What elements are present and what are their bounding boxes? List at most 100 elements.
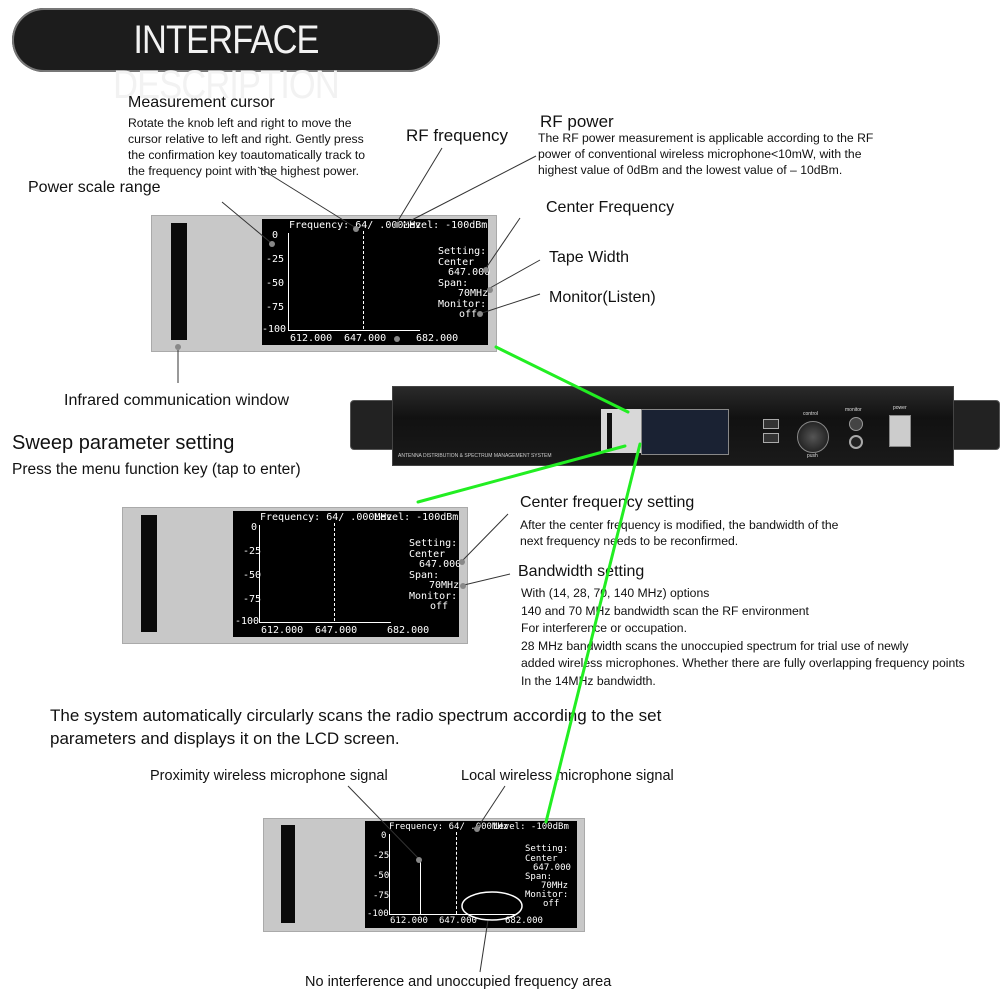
- leader-line: [257, 166, 357, 229]
- xtick: 612.000: [290, 333, 333, 344]
- setting-center-label: Center: [409, 549, 446, 560]
- bandwidth-setting-title: Bandwidth setting: [518, 563, 645, 580]
- green-connector: [416, 444, 627, 504]
- ytick: 0: [381, 831, 387, 841]
- measurement-cursor-line: [363, 231, 364, 329]
- leader-dot: [269, 241, 275, 247]
- ytick: -50: [243, 570, 262, 581]
- monitor-listen-title: Monitor(Listen): [549, 289, 656, 306]
- ytick: -25: [373, 851, 390, 861]
- leader-dot: [394, 336, 400, 342]
- leader-dot: [175, 344, 181, 350]
- lcd-screen-sweep: Frequency: 64/ .000MHz Level: -100dBm 0 …: [233, 511, 461, 637]
- rf-power-title: RF power: [540, 112, 614, 131]
- device-front-label: ANTENNA DISTRIBUTION & SPECTRUM MANAGEME…: [398, 453, 552, 459]
- lcd-y-axis: [259, 525, 260, 622]
- leader-line: [485, 217, 521, 269]
- setting-center-value: 647.000: [448, 267, 491, 278]
- ytick: -100: [367, 909, 389, 919]
- ytick: -75: [266, 302, 285, 313]
- enter-button[interactable]: [763, 433, 779, 443]
- no-interference-title: No interference and unoccupied frequency…: [305, 974, 612, 990]
- ytick: -100: [235, 616, 260, 627]
- power-label: power: [893, 405, 907, 411]
- rf-frequency-title: RF frequency: [406, 126, 509, 145]
- lcd-screen-scan: Frequency: 64/ .000MHz Level: -100dBm 0 …: [365, 821, 577, 928]
- center-freq-setting-title: Center frequency setting: [520, 494, 695, 511]
- lcd-y-axis: [389, 834, 390, 914]
- unoccupied-area-ellipse: [461, 891, 523, 921]
- infrared-window-title: Infrared communication window: [64, 392, 289, 409]
- sweep-setting-body: Press the menu function key (tap to ente…: [12, 461, 301, 478]
- lcd-x-axis: [259, 622, 391, 623]
- tape-width-title: Tape Width: [549, 249, 630, 266]
- headphone-jack[interactable]: [849, 435, 863, 449]
- lcd-header-level: Level: -100dBm: [493, 822, 569, 832]
- leader-dot: [487, 287, 493, 293]
- menu-button[interactable]: [763, 419, 779, 429]
- setting-label: Setting:: [438, 246, 487, 257]
- green-connector: [544, 442, 642, 824]
- ytick: 0: [251, 522, 258, 533]
- setting-label: Setting:: [409, 538, 458, 549]
- leader-line: [347, 785, 421, 861]
- leader-line: [221, 201, 271, 243]
- power-scale-range-title: Power scale range: [28, 179, 161, 196]
- lcd-header-level: Level: -100dBm: [403, 220, 488, 231]
- leader-line: [481, 293, 541, 314]
- leader-line: [395, 147, 443, 225]
- leader-line: [403, 155, 537, 225]
- leader-dot: [483, 267, 489, 273]
- control-label: control: [803, 411, 819, 417]
- setting-monitor-value: off: [543, 899, 560, 909]
- proximity-signal-line: [420, 859, 421, 914]
- infrared-window: [171, 223, 187, 340]
- measurement-cursor-line: [456, 832, 457, 914]
- setting-span-value: 70MHz: [541, 881, 569, 891]
- setting-span-label: Span:: [525, 872, 553, 882]
- infrared-window: [141, 515, 157, 632]
- device-ir-window: [607, 413, 612, 449]
- center-freq-setting-body: After the center frequency is modified, …: [520, 518, 839, 549]
- setting-span-label: Span:: [409, 570, 440, 581]
- infrared-window: [281, 825, 295, 923]
- power-switch[interactable]: [889, 415, 911, 447]
- measurement-cursor-body: Rotate the knob left and right to move t…: [128, 116, 366, 179]
- setting-monitor-value: off: [430, 601, 449, 612]
- push-label: push: [807, 453, 818, 459]
- leader-dot: [459, 559, 465, 565]
- ytick: -100: [262, 324, 287, 335]
- xtick: 682.000: [387, 625, 430, 636]
- bandwidth-setting-body: With (14, 28, 70, 140 MHz) options 140 a…: [521, 586, 965, 688]
- leader-line: [463, 573, 511, 586]
- ytick: -50: [373, 871, 390, 881]
- leader-line: [479, 919, 489, 973]
- title-text: INTERFACE DESCRIPTION: [113, 18, 339, 107]
- lcd-header-level: Level: -100dBm: [374, 512, 459, 523]
- lcd-x-axis: [288, 330, 420, 331]
- title-banner: INTERFACE DESCRIPTION: [12, 8, 440, 107]
- leader-dot: [416, 857, 422, 863]
- xtick: 647.000: [439, 916, 477, 926]
- sweep-setting-title: Sweep parameter setting: [12, 432, 235, 454]
- monitor-volume-knob[interactable]: [849, 417, 863, 431]
- setting-span-value: 70MHz: [429, 580, 460, 591]
- center-frequency-title: Center Frequency: [546, 199, 675, 216]
- setting-monitor-label: Monitor:: [438, 299, 487, 310]
- leader-line: [462, 513, 509, 561]
- control-knob[interactable]: [797, 421, 829, 453]
- setting-label: Setting:: [525, 844, 569, 854]
- leader-dot: [474, 826, 480, 832]
- measurement-cursor-title: Measurement cursor: [128, 94, 275, 111]
- xtick: 682.000: [416, 333, 459, 344]
- lcd-y-axis: [288, 233, 289, 330]
- local-signal-title: Local wireless microphone signal: [461, 768, 674, 784]
- leader-line: [477, 785, 506, 828]
- auto-scan-description: The system automatically circularly scan…: [50, 706, 662, 748]
- lcd-header-frequency: Frequency: 64/ .000MHz: [289, 220, 422, 231]
- lcd-screen-overview: Frequency: 64/ .000MHz Level: -100dBm 0 …: [262, 219, 491, 345]
- leader-dot: [394, 222, 400, 228]
- leader-line: [489, 259, 541, 289]
- ytick: -75: [243, 594, 262, 605]
